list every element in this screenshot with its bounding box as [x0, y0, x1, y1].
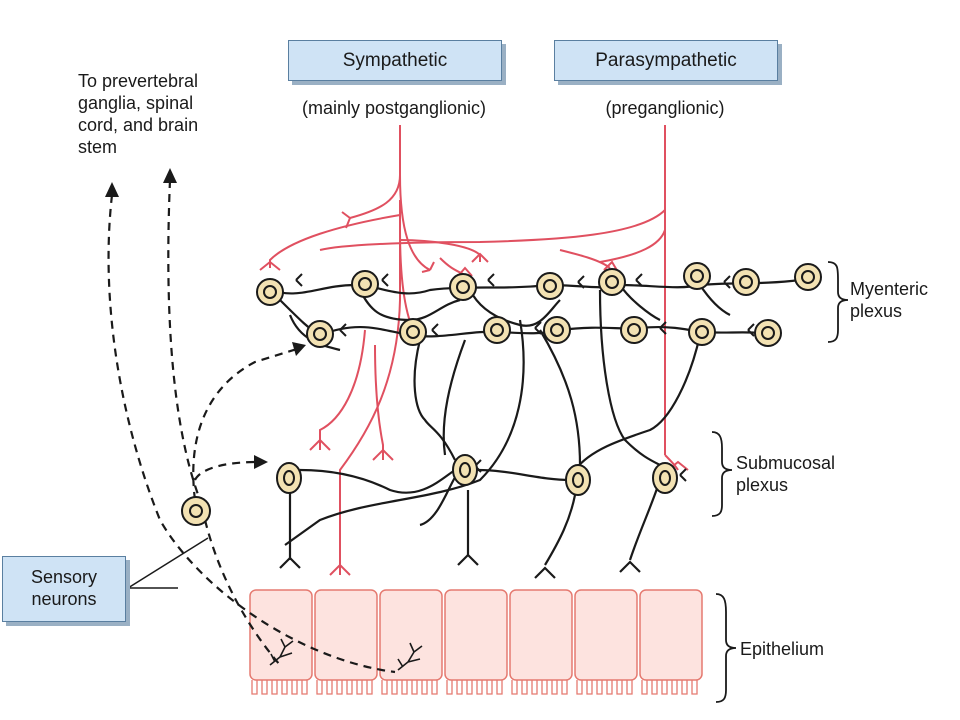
parasympathetic-label: Parasympathetic	[554, 40, 778, 81]
brackets	[711, 261, 849, 703]
myenteric-line-2: plexus	[850, 301, 903, 321]
prevertebral-line-2: ganglia, spinal	[78, 93, 194, 113]
epithelium-cells	[249, 589, 703, 681]
submucosal-plexus-label: Submucosal plexus	[736, 452, 835, 496]
myenteric-line-1: Myenteric	[850, 279, 929, 299]
synapse-fork-icon	[295, 273, 755, 482]
sensory-pathways	[107, 179, 396, 674]
submucosal-bracket	[711, 431, 733, 517]
sensory-line-1: Sensory	[30, 567, 98, 587]
submucosal-line-1: Submucosal	[736, 453, 836, 473]
epithelium-label: Epithelium	[740, 639, 825, 659]
myenteric-plexus-label: Myenteric plexus	[850, 278, 928, 322]
myenteric-bracket	[827, 261, 849, 343]
sympathetic-sub-label: (mainly postganglionic)	[301, 98, 487, 118]
arrowheads	[105, 168, 306, 469]
sensory-neurons-label: Sensory neurons	[2, 556, 126, 622]
sympathetic-label: Sympathetic	[288, 40, 502, 81]
neuron-cell-body-icon	[181, 262, 822, 526]
prevertebral-label: To prevertebral ganglia, spinal cord, an…	[78, 70, 198, 158]
parasympathetic-fibers	[319, 125, 689, 471]
microvilli	[251, 680, 698, 695]
prevertebral-line-4: stem	[78, 137, 118, 157]
sensory-line-2: neurons	[31, 589, 97, 609]
nerve-ending-icon	[269, 638, 423, 671]
enteric-neuron-network	[269, 278, 801, 579]
prevertebral-line-3: cord, and brain	[78, 115, 199, 135]
prevertebral-line-1: To prevertebral	[78, 71, 199, 91]
epithelium-bracket	[715, 593, 737, 703]
submucosal-line-2: plexus	[736, 475, 789, 495]
sympathetic-fibers	[259, 125, 619, 576]
sensory-label-connectors	[127, 537, 209, 589]
parasympathetic-sub-label: (preganglionic)	[605, 98, 725, 118]
